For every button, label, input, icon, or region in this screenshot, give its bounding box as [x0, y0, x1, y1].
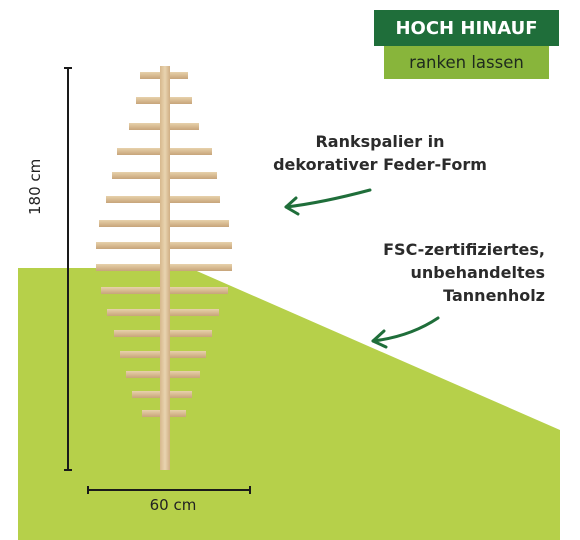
shape-annotation-line-2: dekorativer Feder-Form — [273, 155, 487, 174]
shape-annotation: Rankspalier in dekorativer Feder-Form — [255, 130, 505, 176]
badge-subtitle: ranken lassen — [384, 46, 549, 79]
material-annotation: FSC-zertifiziertes, unbehandeltes Tannen… — [345, 238, 545, 307]
shape-annotation-line-1: Rankspalier in — [315, 132, 445, 151]
trellis-center-post — [160, 66, 170, 470]
material-annotation-line-3: Tannenholz — [443, 286, 545, 305]
arrow-to-wood-icon — [371, 316, 440, 343]
width-label: 60 cm — [149, 496, 197, 514]
height-label: 180 cm — [26, 158, 44, 215]
material-annotation-line-1: FSC-zertifiziertes, — [383, 240, 545, 259]
arrow-to-trellis-icon — [284, 188, 372, 209]
material-annotation-line-2: unbehandeltes — [410, 263, 545, 282]
badge-title: HOCH HINAUF — [374, 10, 559, 46]
